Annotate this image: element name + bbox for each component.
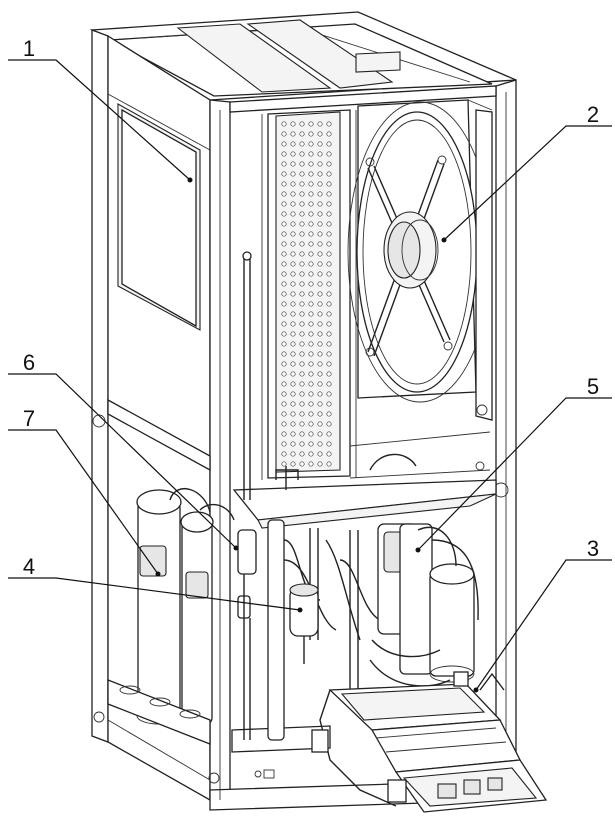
fan-assembly	[347, 51, 493, 421]
callout-5: 5	[586, 374, 600, 399]
divider-plate	[107, 398, 497, 529]
callout-2: 2	[586, 102, 600, 127]
callout-1: 1	[22, 36, 36, 61]
callout-7: 7	[22, 406, 36, 431]
compressors	[136, 488, 235, 725]
callout-3: 3	[586, 536, 600, 561]
leader-lines	[8, 59, 612, 693]
callout-6: 6	[22, 350, 36, 375]
electrical-box	[311, 671, 548, 813]
refrigerant-piping	[237, 251, 417, 741]
left-side-panel	[91, 29, 211, 802]
heat-exchanger-coil	[261, 109, 357, 480]
receiver-tank	[369, 523, 479, 687]
filter-drier	[289, 583, 319, 664]
callout-4: 4	[22, 554, 36, 579]
